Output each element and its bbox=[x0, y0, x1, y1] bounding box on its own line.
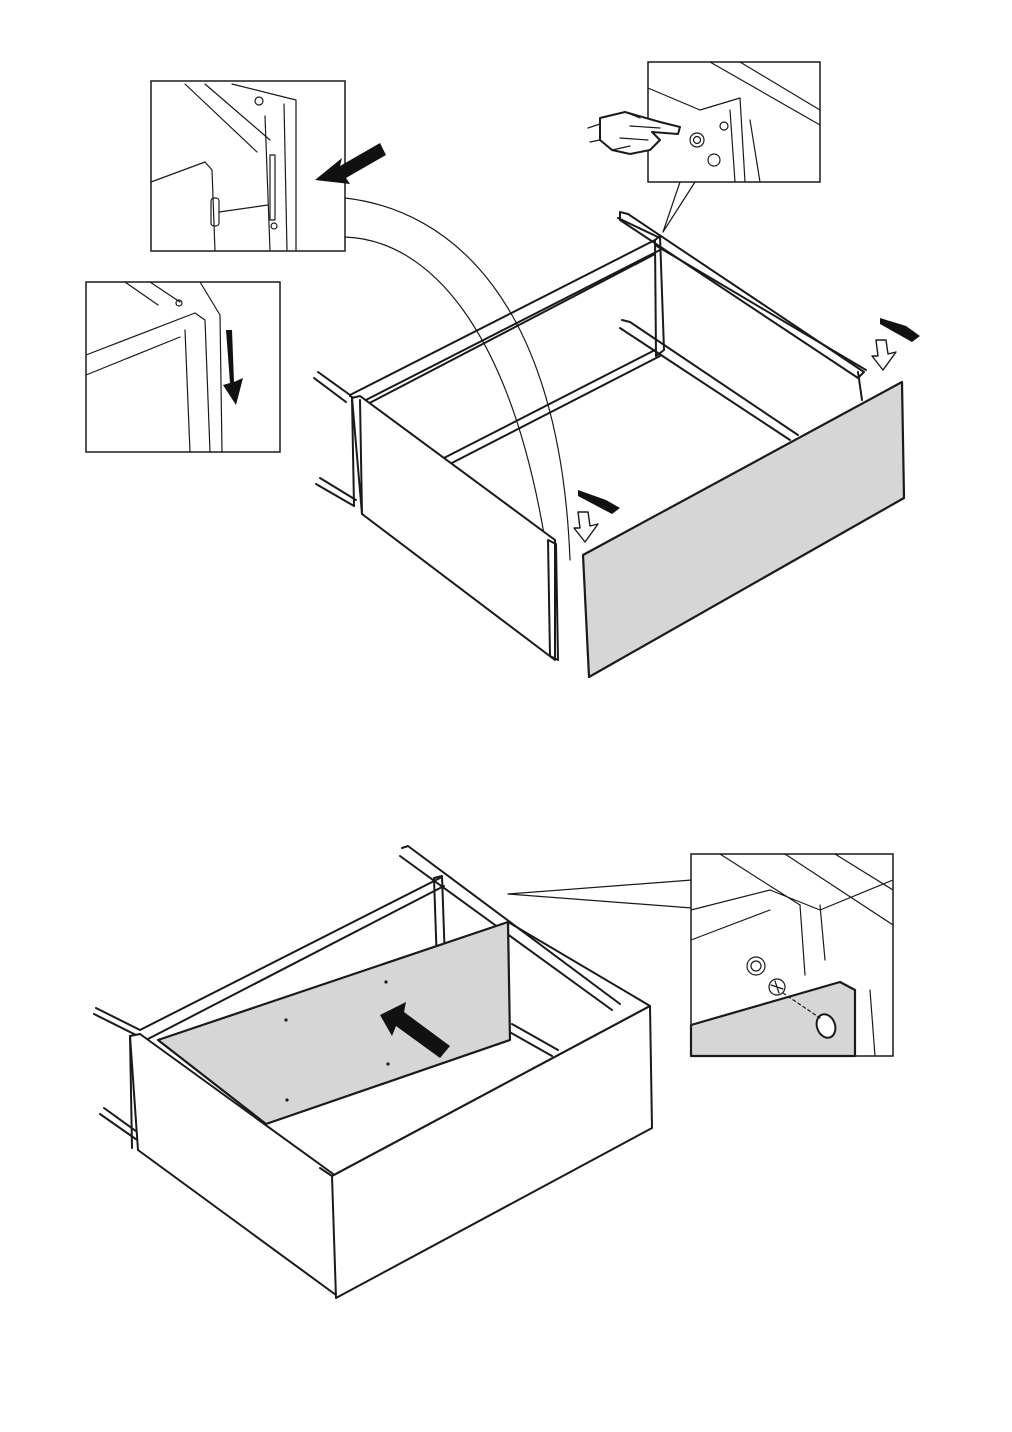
detail-slot-view bbox=[150, 80, 346, 252]
hand-press-icon bbox=[587, 111, 681, 155]
step-10-illustration bbox=[93, 845, 894, 1299]
insert-arrow-icon bbox=[315, 143, 386, 184]
detail-press-view bbox=[587, 61, 821, 233]
drawer-frame-step9 bbox=[313, 211, 867, 661]
back-panel-step10 bbox=[156, 920, 512, 1126]
front-panel-step9 bbox=[581, 380, 906, 679]
detail-corner-view bbox=[85, 281, 281, 453]
hollow-down-arrow-icon bbox=[573, 318, 920, 543]
detail-screw-view bbox=[689, 853, 894, 1058]
insert-arrow-icon bbox=[380, 1002, 450, 1058]
step-9-illustration bbox=[85, 61, 920, 679]
connector-curve bbox=[344, 197, 571, 561]
